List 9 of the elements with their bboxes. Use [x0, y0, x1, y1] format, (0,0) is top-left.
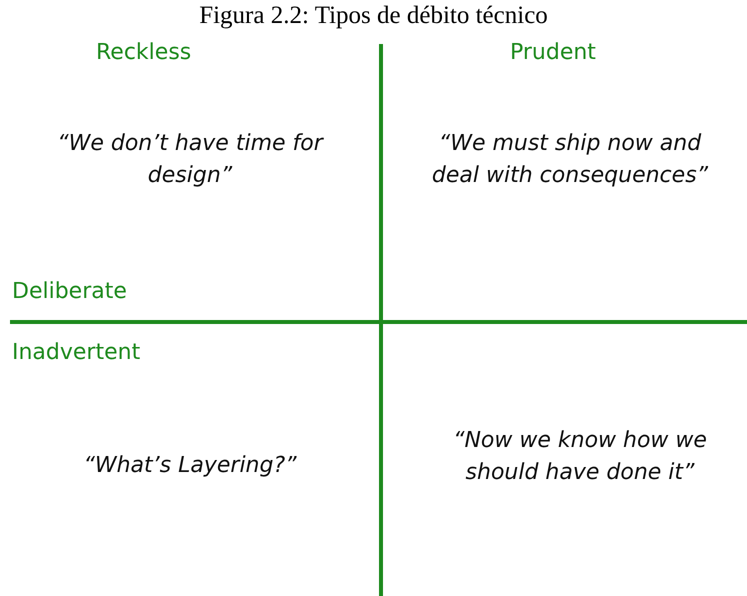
quote-text: “We must ship now and deal with consequences”	[430, 130, 710, 190]
axis-label: Inadvertent	[12, 340, 140, 365]
figure-title: Figura 2.2: Tipos de débito técnico	[198, 2, 549, 30]
axis-label: Prudent	[510, 40, 596, 65]
axis-label: Deliberate	[12, 279, 127, 304]
quote-text: “We don’t have time for design”	[56, 130, 325, 190]
axis-label: Reckless	[96, 40, 192, 65]
quote-text: “What’s Layering?”	[82, 452, 298, 480]
quote-text: “Now we know how we should have done it”	[452, 427, 708, 487]
